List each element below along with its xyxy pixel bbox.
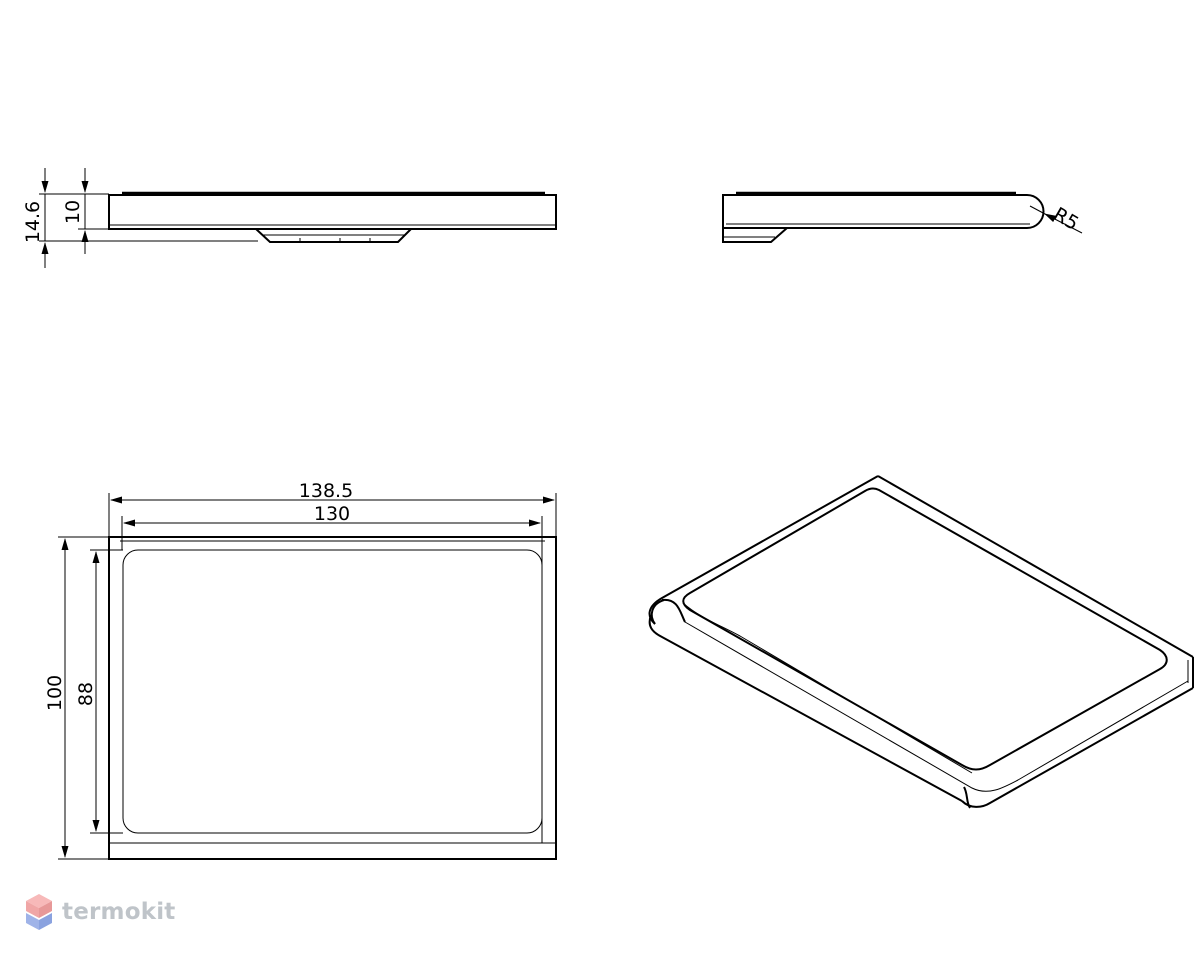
brand-name: termokit [62,899,176,925]
front-elevation-view: 14.6 10 [22,168,557,268]
plan-view: 138.5 130 100 88 [44,480,557,860]
length-dimension-138-5: 138.5 [299,480,353,502]
length-dimension-130: 130 [314,503,350,525]
side-elevation-view: R5 [722,191,1082,243]
width-dimension-88: 88 [75,682,97,706]
height-dimension-14-6: 14.6 [22,201,44,243]
brand-watermark: termokit [24,892,175,932]
brand-logo-icon [26,894,52,930]
width-dimension-100: 100 [44,675,66,711]
height-dimension-10: 10 [62,200,84,224]
isometric-view [648,475,1194,809]
